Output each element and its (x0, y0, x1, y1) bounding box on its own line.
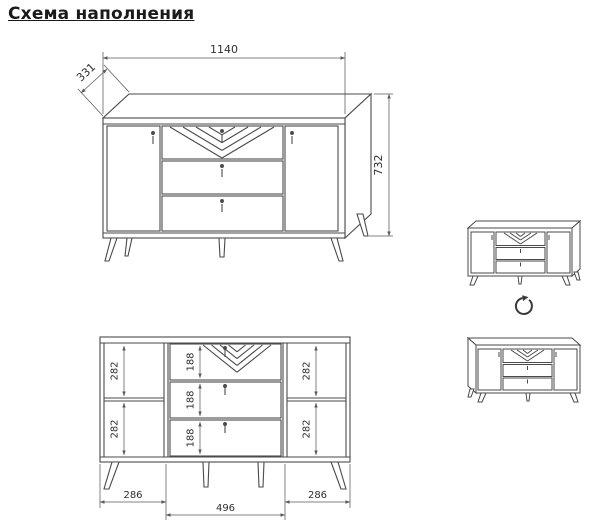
front-legs (103, 461, 347, 490)
dim-bottom-center: 496 (216, 503, 235, 514)
dim-right-shelf-top: 282 (302, 361, 313, 380)
front-handles (223, 346, 227, 433)
rotate-icon (514, 295, 533, 315)
cabinet-front-view (99, 336, 351, 490)
legs (104, 213, 369, 262)
left-door (106, 125, 161, 232)
front-view-dimensions (99, 345, 351, 520)
top-face (101, 93, 373, 119)
dim-left-shelf-top: 282 (110, 361, 121, 380)
cabinet-perspective-view (101, 92, 373, 262)
dim-bottom-left: 286 (123, 490, 142, 501)
dim-drawer-2: 188 (186, 390, 197, 409)
handles (151, 129, 294, 212)
dim-width-label: 1140 (210, 43, 238, 56)
dim-left-shelf-bottom: 282 (110, 419, 121, 438)
thumbnail-rotated (467, 337, 581, 403)
dim-height-label: 732 (372, 155, 385, 176)
page-title: Схема наполнения (8, 4, 195, 24)
dim-bottom-right: 286 (308, 490, 327, 501)
right-door (284, 125, 339, 232)
chevron-pattern (169, 126, 275, 159)
front-chevron-pattern (202, 344, 272, 373)
dim-right-shelf-bottom: 282 (302, 419, 313, 438)
thumbnail-front (467, 220, 581, 286)
dim-drawer-3: 188 (186, 428, 197, 447)
perspective-dimensions (77, 52, 393, 237)
dim-drawer-1: 188 (186, 352, 197, 371)
